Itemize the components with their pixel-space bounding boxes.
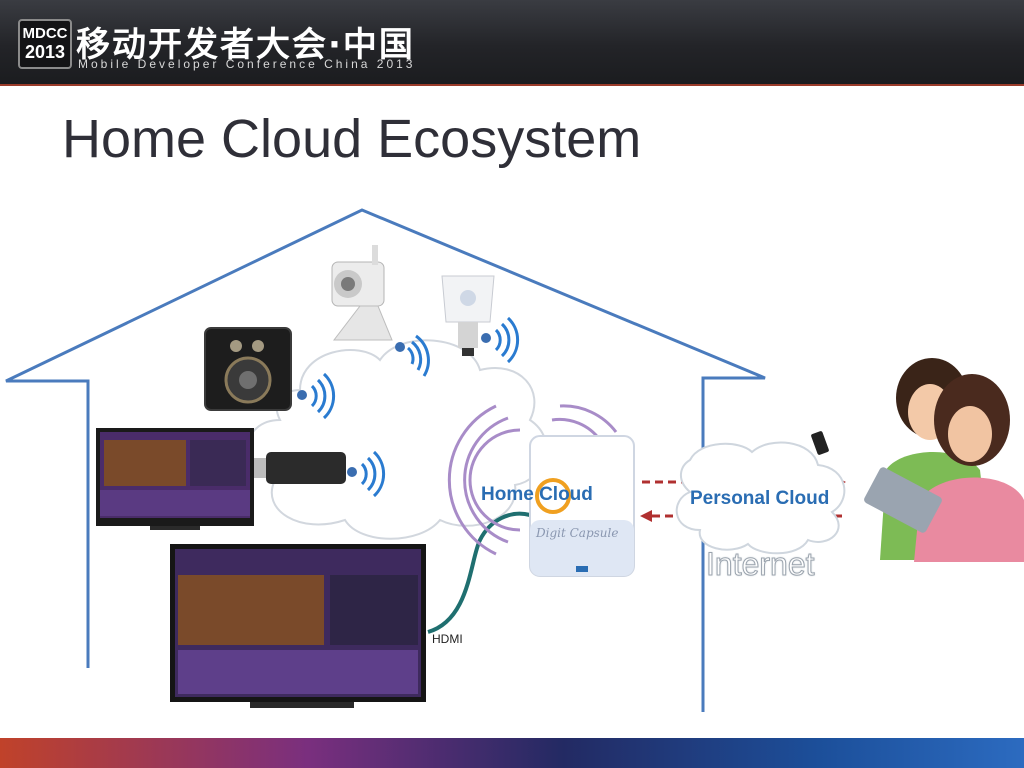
personal-cloud-label: Personal Cloud	[690, 488, 829, 510]
ip-camera-device	[332, 245, 392, 340]
hdmi-cable	[428, 514, 530, 632]
users-with-devices	[811, 358, 1024, 562]
home-cloud-box	[530, 436, 634, 576]
small-tv-device	[96, 428, 254, 530]
hdmi-label: HDMI	[432, 632, 463, 646]
home-cloud-label: Home Cloud	[481, 484, 593, 506]
device-brand-label: Digit Capsule	[536, 526, 618, 540]
internet-label: Internet	[706, 546, 815, 583]
home-cloud-shape	[247, 340, 546, 538]
footer-bar	[0, 738, 1024, 768]
arrow-left-head	[640, 510, 652, 522]
speaker-device	[205, 328, 291, 410]
large-tv-device	[170, 544, 426, 708]
